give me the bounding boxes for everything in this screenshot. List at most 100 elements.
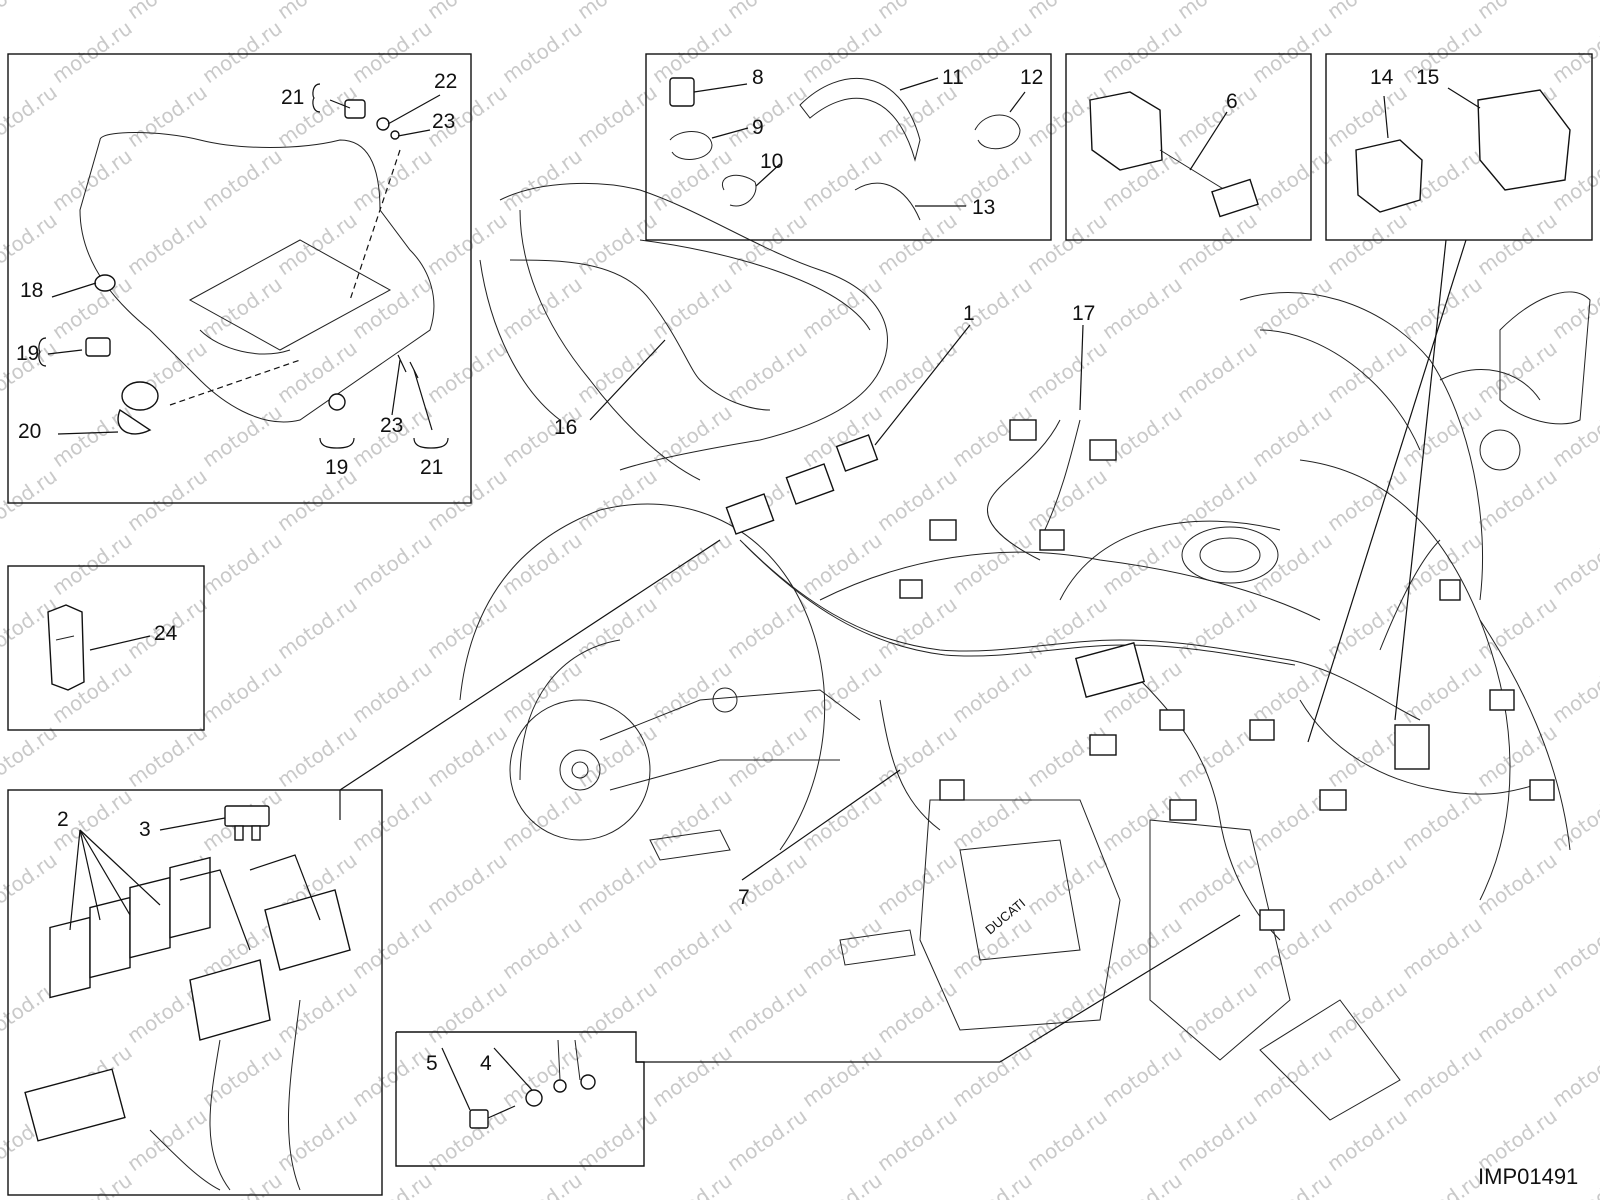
watermark-text: motod.ru: [1173, 336, 1262, 408]
callout-5: 5: [426, 1052, 438, 1075]
watermark-text: motod.ru: [648, 400, 737, 472]
callout-4: 4: [480, 1052, 492, 1075]
watermark-text: motod.ru: [198, 144, 287, 216]
watermark-text: motod.ru: [573, 0, 662, 24]
inset-fuse-holder: [7, 53, 472, 504]
inset-clips: [645, 53, 1052, 241]
watermark-text: motod.ru: [1173, 848, 1262, 920]
watermark-text: motod.ru: [1323, 1104, 1412, 1176]
watermark-text: motod.ru: [423, 336, 512, 408]
watermark-text: motod.ru: [648, 144, 737, 216]
watermark-text: motod.ru: [573, 848, 662, 920]
watermark-text: motod.ru: [1398, 400, 1487, 472]
watermark-text: motod.ru: [1548, 400, 1600, 472]
watermark-text: motod.ru: [348, 912, 437, 984]
watermark-text: motod.ru: [573, 1104, 662, 1176]
watermark-text: motod.ru: [798, 272, 887, 344]
watermark-text: motod.ru: [873, 1104, 962, 1176]
watermark-text: motod.ru: [723, 0, 812, 24]
motorcycle-illustration: DUCATI: [459, 182, 1591, 1121]
watermark-text: motod.ru: [723, 720, 812, 792]
watermark-text: motod.ru: [1023, 464, 1112, 536]
watermark-text: motod.ru: [498, 912, 587, 984]
watermark-text: motod.ru: [273, 976, 362, 1048]
watermark-text: motod.ru: [1398, 1040, 1487, 1112]
watermark-text: motod.ru: [1248, 528, 1337, 600]
watermark-text: motod.ru: [648, 784, 737, 856]
watermark-text: motod.ru: [873, 80, 962, 152]
inset-connector-6: [1065, 53, 1312, 241]
watermark-text: motod.ru: [48, 272, 137, 344]
callout-8: 8: [752, 66, 764, 89]
watermark-text: motod.ru: [1098, 528, 1187, 600]
callout-2: 2: [57, 808, 69, 831]
watermark-text: motod.ru: [1173, 208, 1262, 280]
watermark-text: motod.ru: [498, 144, 587, 216]
leader-lines: [339, 324, 1241, 1063]
watermark-text: motod.ru: [1473, 336, 1562, 408]
inset-relays: [7, 789, 383, 1196]
watermark-text: motod.ru: [498, 16, 587, 88]
watermark-text: motod.ru: [1548, 272, 1600, 344]
watermark-text: motod.ru: [423, 0, 512, 24]
watermark-text: motod.ru: [723, 208, 812, 280]
watermark-text: motod.ru: [948, 272, 1037, 344]
watermark-text: motod.ru: [1173, 720, 1262, 792]
callout-9: 9: [752, 116, 764, 139]
watermark-text: motod.ru: [648, 912, 737, 984]
watermark-text: motod.ru: [573, 464, 662, 536]
watermark-text: motod.ru: [348, 144, 437, 216]
brace-label-21: 21: [420, 456, 443, 479]
watermark-text: motod.ru: [648, 272, 737, 344]
watermark-text: motod.ru: [123, 0, 212, 24]
callout-16: 16: [554, 416, 577, 439]
watermark-text: motod.ru: [1548, 656, 1600, 728]
watermark-text: motod.ru: [1473, 0, 1562, 24]
watermark-text: motod.ru: [1248, 1168, 1337, 1200]
watermark-text: motod.ru: [873, 336, 962, 408]
watermark-text: motod.ru: [348, 16, 437, 88]
watermark-text: motod.ru: [873, 848, 962, 920]
watermark-text: motod.ru: [648, 1168, 737, 1200]
watermark-text: motod.ru: [348, 656, 437, 728]
watermark-text: motod.ru: [1473, 848, 1562, 920]
watermark-text: motod.ru: [123, 80, 212, 152]
watermark-text: motod.ru: [348, 1040, 437, 1112]
callout-17: 17: [1072, 302, 1095, 325]
watermark-text: motod.ru: [1323, 208, 1412, 280]
watermark-text: motod.ru: [273, 0, 362, 24]
watermark-text: motod.ru: [498, 1168, 587, 1200]
watermark-text: motod.ru: [1098, 1040, 1187, 1112]
watermark-text: motod.ru: [273, 208, 362, 280]
watermark-text: motod.ru: [1323, 976, 1412, 1048]
watermark-text: motod.ru: [1173, 1104, 1262, 1176]
callout-24: 24: [154, 622, 178, 645]
watermark-text: motod.ru: [723, 80, 812, 152]
watermark-text: motod.ru: [273, 592, 362, 664]
watermark-text: motod.ru: [1323, 336, 1412, 408]
watermark-text: motod.ru: [1248, 272, 1337, 344]
watermark-text: motod.ru: [0, 0, 61, 24]
watermark-text: motod.ru: [1098, 400, 1187, 472]
inset-caps: [1307, 53, 1593, 743]
watermark-text: motod.ru: [1023, 1104, 1112, 1176]
callout-18: 18: [20, 279, 43, 302]
watermark-text: motod.ru: [948, 1168, 1037, 1200]
callout-20: 20: [18, 420, 41, 443]
callout-12: 12: [1020, 66, 1043, 89]
watermark-text: motod.ru: [798, 144, 887, 216]
watermark-text: motod.ru: [648, 16, 737, 88]
watermark-text: motod.ru: [348, 784, 437, 856]
watermark-text: motod.ru: [423, 1104, 512, 1176]
watermark-text: motod.ru: [1248, 16, 1337, 88]
watermark-text: motod.ru: [198, 16, 287, 88]
callout-22: 22: [434, 70, 457, 93]
watermark-text: motod.ru: [348, 528, 437, 600]
watermark-text: motod.ru: [723, 848, 812, 920]
watermark-text: motod.ru: [873, 208, 962, 280]
watermark-text: motod.ru: [1173, 0, 1262, 24]
watermark-text: motod.ru: [723, 976, 812, 1048]
watermark-text: motod.ru: [798, 656, 887, 728]
brace-label-19: 19: [325, 456, 348, 479]
